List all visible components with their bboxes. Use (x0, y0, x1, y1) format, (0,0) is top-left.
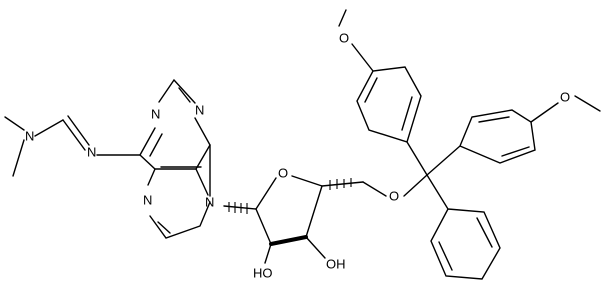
bond-n-ch (34, 119, 64, 137)
atom-ho-2prime: HO (253, 266, 273, 281)
ring-methoxyphenyl-top (356, 66, 428, 176)
purine-five-ring (147, 144, 211, 239)
bond-methoxy-right (530, 95, 601, 123)
purine-six-ring-inner (149, 87, 202, 168)
atom-o-methoxy-top: O (339, 31, 349, 46)
bond-methyl-lower (12, 139, 25, 177)
hashed-wedge-c4 (329, 178, 352, 190)
ring-methoxyphenyl-right (426, 109, 536, 176)
bond-o-trityl (403, 174, 428, 197)
bond-ch-n-double (62, 115, 90, 151)
atom-labels: N N N N N N O O HO OH O O (25, 31, 570, 281)
bond-c3-oh (305, 236, 326, 259)
ring-methoxyphenyl-top-inner (364, 77, 413, 131)
atom-o-5prime: O (389, 189, 399, 204)
bond-methoxy-top (338, 9, 374, 72)
hashed-wedge-c1 (228, 202, 248, 214)
atom-n-imine: N (87, 145, 96, 160)
ribose-front-bold (269, 235, 308, 246)
atom-n3-purine: N (195, 103, 204, 118)
ring-phenyl-inner (438, 217, 493, 271)
atom-o-methoxy-right: O (560, 90, 570, 105)
purine-five-ring-inner (157, 221, 171, 234)
bond-lines (4, 9, 601, 280)
bond-methyl-upper (4, 116, 25, 131)
bond-c4-c5 (321, 181, 364, 187)
ring-phenyl (426, 174, 501, 280)
bond-c5-o (362, 181, 387, 197)
ribose-ring (255, 175, 323, 245)
atom-n1-purine: N (151, 107, 160, 122)
atom-n9-purine: N (205, 195, 214, 210)
atom-oh-3prime: OH (326, 257, 346, 272)
atom-o-ring: O (278, 166, 288, 181)
atom-n-dimethyl: N (25, 129, 34, 144)
ring-methoxyphenyl-right-inner (478, 116, 530, 157)
bond-c2-oh (264, 243, 272, 264)
atom-n7-purine: N (143, 193, 152, 208)
